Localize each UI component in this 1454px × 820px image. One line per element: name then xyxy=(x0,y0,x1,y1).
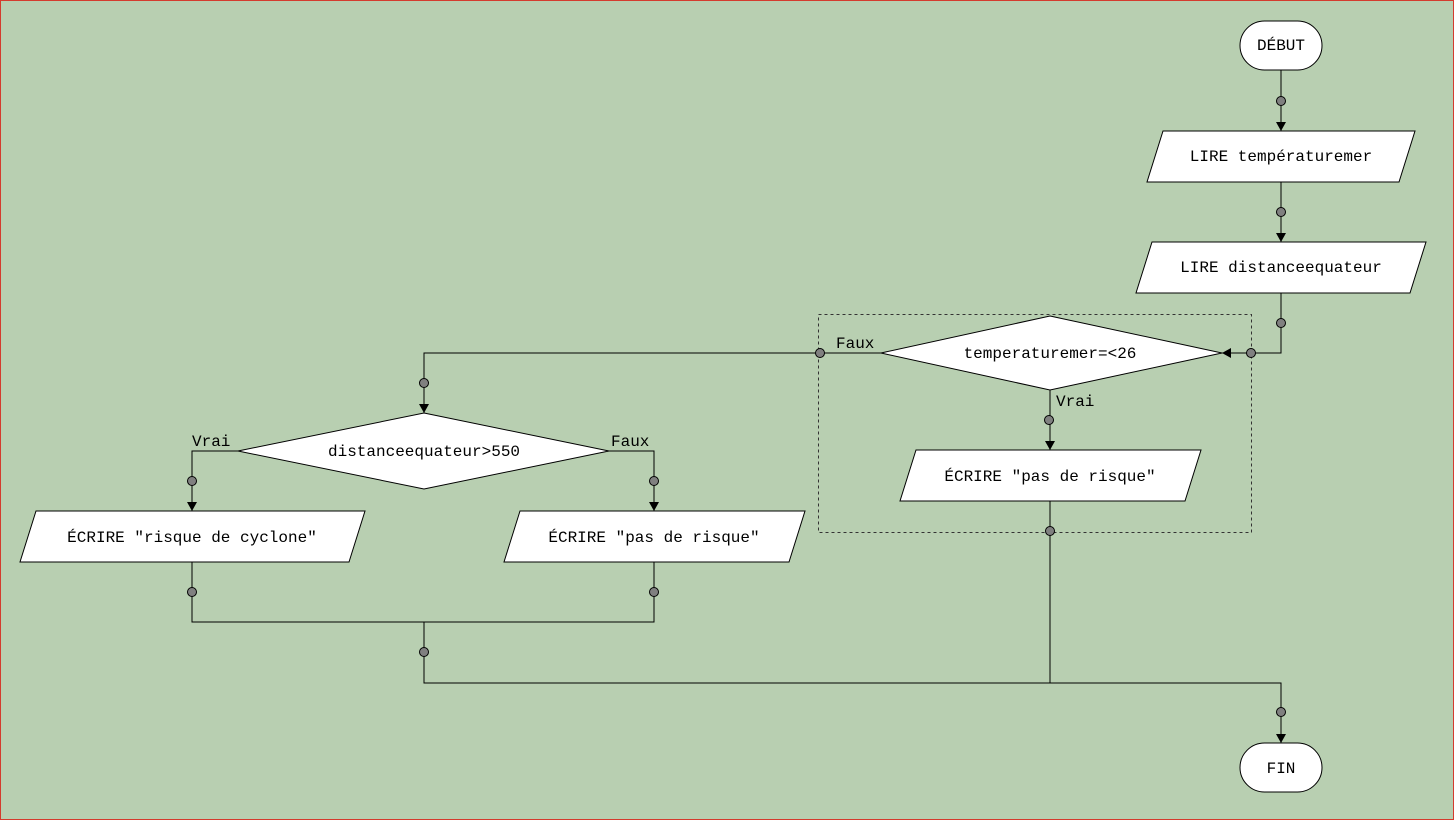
connector-dot xyxy=(187,587,197,597)
connector-dot xyxy=(1276,96,1286,106)
connector-dot xyxy=(1044,415,1054,425)
arrow-to-read-dist xyxy=(1276,233,1286,242)
arrow-to-write-middle xyxy=(649,502,659,511)
connector-dot xyxy=(419,378,429,388)
read-distance-label: LIRE distanceequateur xyxy=(1180,259,1382,277)
start-terminal[interactable]: DÉBUT xyxy=(1239,20,1323,71)
start-label: DÉBUT xyxy=(1257,36,1305,55)
wire-merge-to-end xyxy=(423,622,1282,743)
connector-dot xyxy=(649,476,659,486)
temperature-decision-node[interactable]: temperaturemer=<26 xyxy=(880,315,1223,391)
distance-false-label: Faux xyxy=(611,433,649,451)
temperature-false-label: Faux xyxy=(836,335,874,353)
distance-decision-label: distanceequateur>550 xyxy=(328,443,520,461)
arrow-heads xyxy=(187,122,1286,743)
connector-dot xyxy=(649,587,659,597)
connector-dot xyxy=(815,348,825,358)
write-no-risk-middle-node[interactable]: ÉCRIRE "pas de risque" xyxy=(503,510,806,563)
connector-dot xyxy=(1045,526,1055,536)
wire-merge-inner xyxy=(191,562,655,623)
connector-dot xyxy=(1276,207,1286,217)
arrow-to-end xyxy=(1276,734,1286,743)
wire-temp-false-branch xyxy=(423,352,881,413)
read-temperature-label: LIRE températuremer xyxy=(1190,148,1372,166)
arrow-to-dist-decision xyxy=(419,404,429,413)
connector-dot xyxy=(1246,348,1256,358)
write-no-risk-middle-label: ÉCRIRE "pas de risque" xyxy=(548,528,759,547)
write-cyclone-risk-label: ÉCRIRE "risque de cyclone" xyxy=(67,528,317,547)
distance-decision-node[interactable]: distanceequateur>550 xyxy=(237,412,610,490)
read-distance-node[interactable]: LIRE distanceequateur xyxy=(1135,241,1427,294)
write-no-risk-right-label: ÉCRIRE "pas de risque" xyxy=(944,467,1155,486)
temperature-true-label: Vrai xyxy=(1056,393,1094,411)
connectors xyxy=(191,70,1282,743)
temperature-decision-label: temperaturemer=<26 xyxy=(964,345,1137,363)
distance-true-label: Vrai xyxy=(192,433,230,451)
connector-dot xyxy=(419,647,429,657)
end-terminal[interactable]: FIN xyxy=(1239,742,1323,793)
connector-dot xyxy=(1276,318,1286,328)
connector-dot xyxy=(187,476,197,486)
connector-dots xyxy=(187,96,1286,717)
end-label: FIN xyxy=(1267,760,1296,778)
arrow-to-read-temp xyxy=(1276,122,1286,131)
write-no-risk-right-node[interactable]: ÉCRIRE "pas de risque" xyxy=(899,449,1202,502)
wire-dist-true-branch xyxy=(191,450,238,511)
arrow-to-temp-decision xyxy=(1222,348,1231,358)
read-temperature-node[interactable]: LIRE températuremer xyxy=(1146,130,1416,183)
write-cyclone-risk-node[interactable]: ÉCRIRE "risque de cyclone" xyxy=(19,510,366,563)
wire-dist-false-branch xyxy=(609,450,655,511)
wire-read-dist-to-decision xyxy=(1222,293,1282,354)
decision-group-box xyxy=(818,314,1252,533)
arrow-to-write-right xyxy=(1045,441,1055,450)
arrow-to-write-cyclone xyxy=(187,502,197,511)
connector-dot xyxy=(1276,707,1286,717)
